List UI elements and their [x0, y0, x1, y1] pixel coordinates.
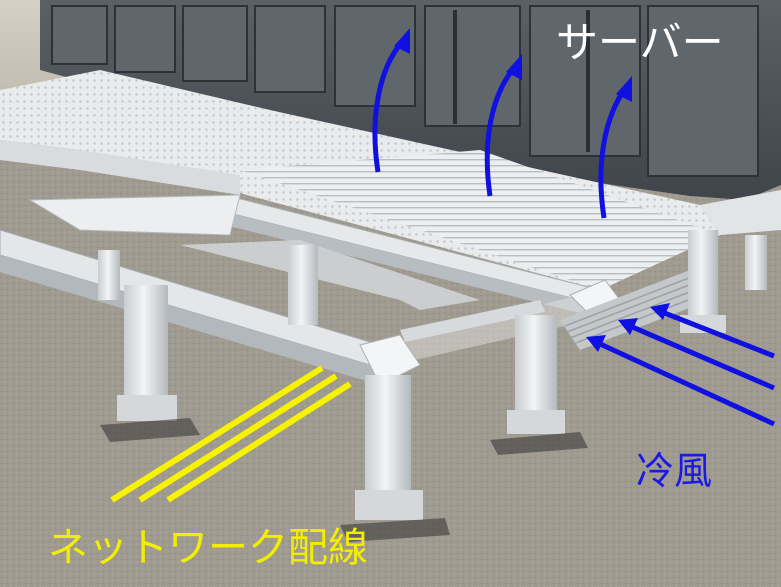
network-wiring-lines [110, 365, 352, 503]
server-label: サーバー [556, 18, 724, 67]
cold-air-label: 冷風 [636, 449, 713, 493]
server-racks [40, 0, 781, 200]
cold-air-arrows [596, 309, 776, 427]
arrowheads-up [394, 28, 632, 102]
floor-pedestals [98, 230, 767, 542]
floor-panels [0, 70, 781, 386]
rising-air-arrows [372, 40, 627, 219]
network-wiring-label: ネットワーク配線 [48, 525, 368, 571]
arrowheads-left [586, 303, 670, 352]
